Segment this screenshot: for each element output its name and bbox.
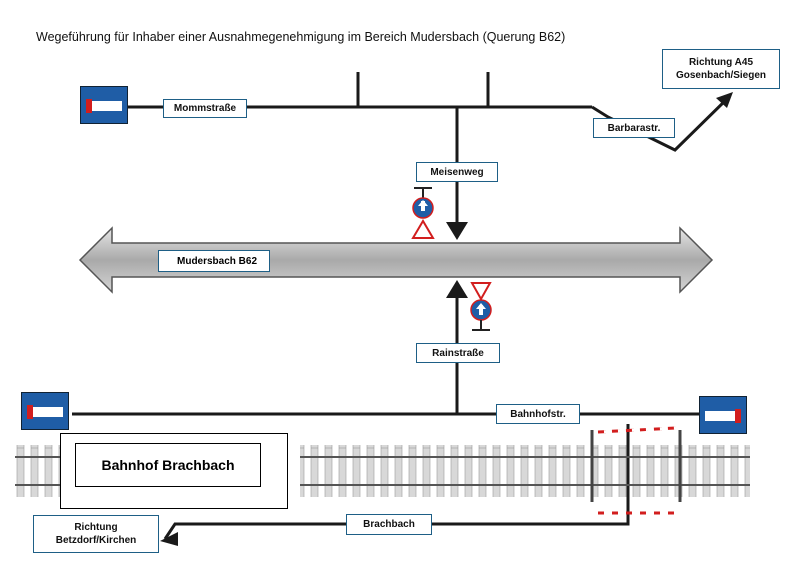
meisenweg-arrowhead	[446, 222, 468, 240]
street-label-meisenweg: Meisenweg	[416, 162, 498, 182]
street-label-rainstrasse: Rainstraße	[416, 343, 500, 363]
street-label-bahnhofstr: Bahnhofstr.	[496, 404, 580, 424]
street-label-barbarastr: Barbarastr.	[593, 118, 675, 138]
betzdorf-arrowhead	[160, 532, 178, 546]
dead-end-sign-icon	[21, 392, 69, 430]
main-road-label: Mudersbach B62	[158, 250, 270, 272]
direction-a45-line2: Gosenbach/Siegen	[675, 70, 767, 81]
rainstrasse-traffic-signs	[470, 282, 492, 331]
dead-end-sign-icon	[699, 396, 747, 434]
direction-betzdorf-box: Richtung Betzdorf/Kirchen	[33, 515, 159, 553]
street-label-mommstrasse: Mommstraße	[163, 99, 247, 118]
railway-tracks	[15, 445, 750, 497]
level-crossing-barriers	[590, 426, 682, 515]
station-label: Bahnhof Brachbach	[75, 443, 261, 487]
a45-arrowhead	[716, 92, 733, 108]
meisenweg-traffic-signs	[411, 187, 435, 239]
b62-road-arrow	[78, 226, 714, 294]
direction-betzdorf-line1: Richtung	[74, 522, 118, 533]
rainstrasse-arrowhead	[446, 280, 468, 298]
street-label-brachbach: Brachbach	[346, 514, 432, 535]
direction-betzdorf-line2: Betzdorf/Kirchen	[55, 535, 137, 546]
give-way-triangle-icon	[411, 219, 435, 239]
direction-a45-line1: Richtung A45	[688, 57, 754, 68]
direction-a45-box: Richtung A45 Gosenbach/Siegen	[662, 49, 780, 89]
page-title: Wegeführung für Inhaber einer Ausnahmege…	[36, 30, 566, 44]
dead-end-sign-icon	[80, 86, 128, 124]
give-way-triangle-icon	[470, 282, 492, 302]
